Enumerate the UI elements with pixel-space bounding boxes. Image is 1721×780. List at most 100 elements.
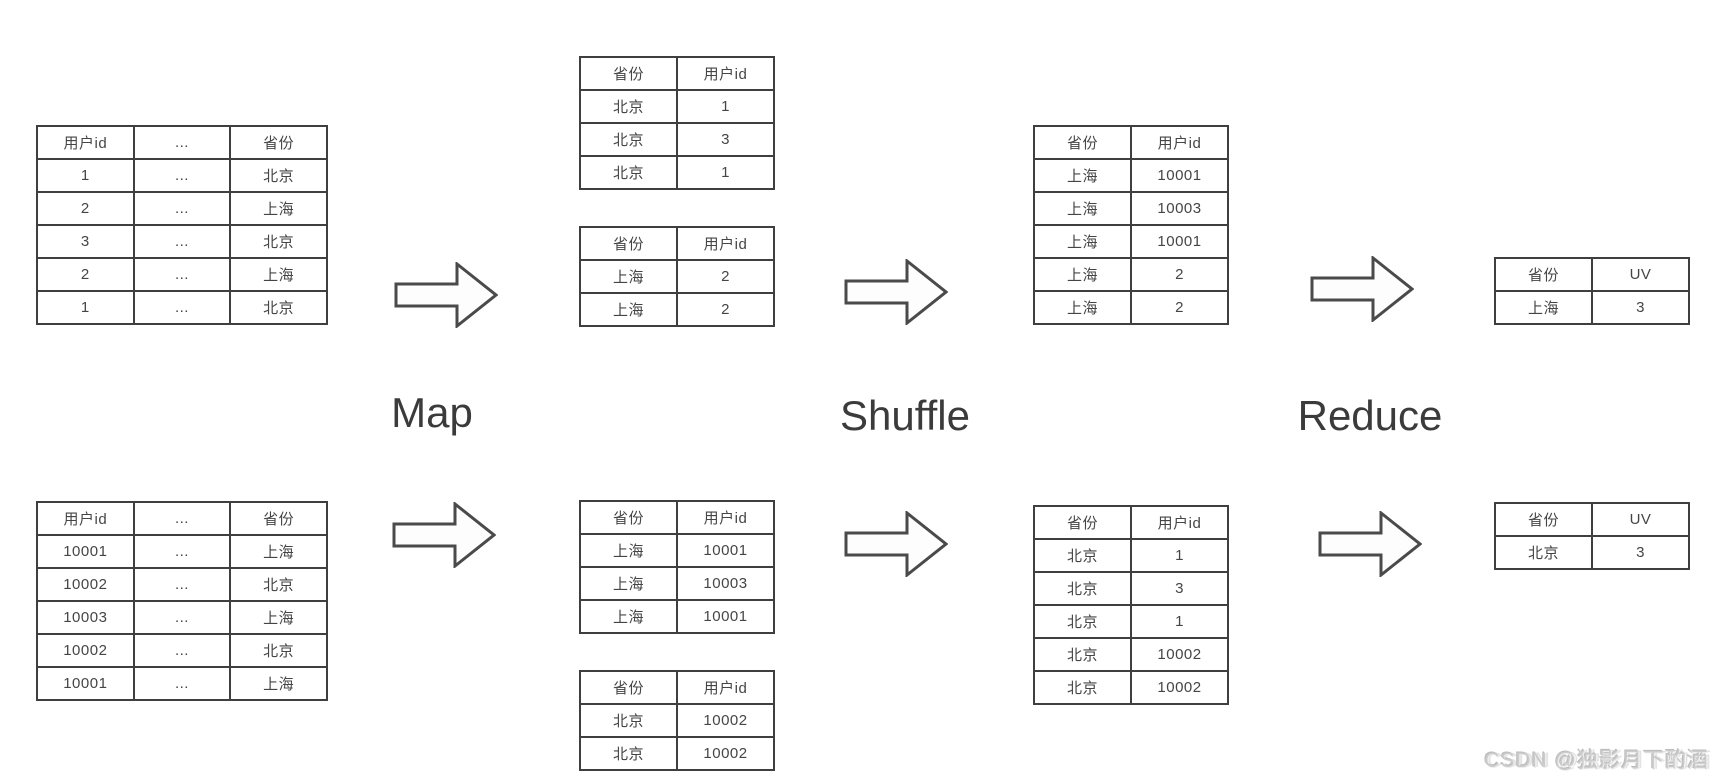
map-arrow-top-icon <box>394 262 498 328</box>
table-cell: 10001 <box>36 534 135 569</box>
table-header-cell: 省份 <box>229 125 328 160</box>
table-row: 10003...上海 <box>36 600 328 635</box>
table-cell: 上海 <box>229 191 328 226</box>
table-header-row: 省份用户id <box>579 500 775 535</box>
table-row: 2...上海 <box>36 257 328 292</box>
table-cell: 3 <box>36 224 135 259</box>
table-cell: 2 <box>1130 290 1229 325</box>
table-cell: ... <box>132 633 232 668</box>
table-cell: 北京 <box>579 703 678 738</box>
table-cell: 上海 <box>229 534 328 569</box>
table-header-cell: 用户id <box>676 56 775 91</box>
table-cell: 上海 <box>579 566 678 601</box>
table-cell: 10003 <box>1130 191 1229 226</box>
table-cell: ... <box>132 567 232 602</box>
table-header-row: 省份用户id <box>1033 505 1229 540</box>
table-cell: 2 <box>36 191 135 226</box>
table-cell: 北京 <box>229 224 328 259</box>
table-cell: 上海 <box>579 599 678 634</box>
table-cell: 10003 <box>36 600 135 635</box>
table-cell: 北京 <box>229 633 328 668</box>
table-cell: ... <box>132 534 232 569</box>
table-cell: 10002 <box>676 703 775 738</box>
shuffle-arrow-top-icon <box>844 259 948 325</box>
table-cell: ... <box>132 191 232 226</box>
shuffle-arrow-bottom-icon <box>844 511 948 577</box>
table-row: 10002...北京 <box>36 567 328 602</box>
table-cell: 上海 <box>1033 191 1132 226</box>
table-header-cell: 用户id <box>1130 505 1229 540</box>
table-header-cell: 省份 <box>1494 257 1593 292</box>
table-cell: 北京 <box>1033 637 1132 672</box>
table-cell: 北京 <box>229 567 328 602</box>
stage-label-shuffle: Shuffle <box>840 392 970 439</box>
table-cell: 10001 <box>676 599 775 634</box>
table-cell: 3 <box>1591 535 1690 570</box>
watermark: CSDN @独影月下酌酒 <box>1484 749 1709 772</box>
table-cell: 北京 <box>1033 538 1132 573</box>
table-cell: 2 <box>1130 257 1229 292</box>
table-cell: 北京 <box>1033 571 1132 606</box>
table-row: 1...北京 <box>36 290 328 325</box>
table-row: 2...上海 <box>36 191 328 226</box>
stage-label-reduce: Reduce <box>1297 392 1443 439</box>
table-header-cell: ... <box>132 125 232 160</box>
table-cell: 10003 <box>676 566 775 601</box>
table-cell: 1 <box>36 158 135 193</box>
map-arrow-bottom-icon <box>392 502 496 568</box>
table-cell: 1 <box>676 89 775 124</box>
table-cell: 2 <box>676 292 775 327</box>
table-row: 10001...上海 <box>36 666 328 701</box>
table-header-cell: 用户id <box>676 500 775 535</box>
table-cell: 10001 <box>676 533 775 568</box>
table-cell: 1 <box>1130 538 1229 573</box>
table-cell: 北京 <box>229 158 328 193</box>
table-header-cell: 用户id <box>676 670 775 705</box>
table-cell: 10002 <box>1130 637 1229 672</box>
table-cell: 3 <box>1591 290 1690 325</box>
table-cell: 上海 <box>579 292 678 327</box>
table-header-row: 省份用户id <box>1033 125 1229 160</box>
table-cell: 上海 <box>579 533 678 568</box>
table-cell: 2 <box>676 259 775 294</box>
reduce-arrow-top-icon <box>1310 256 1414 322</box>
table-header-cell: 省份 <box>579 670 678 705</box>
table-cell: 10002 <box>36 633 135 668</box>
table-row: 10002...北京 <box>36 633 328 668</box>
table-row: 3...北京 <box>36 224 328 259</box>
table-header-cell: 省份 <box>579 226 678 261</box>
table-header-row: 省份用户id <box>579 670 775 705</box>
table-row: 1...北京 <box>36 158 328 193</box>
table-cell: 北京 <box>579 155 678 190</box>
table-cell: 上海 <box>229 666 328 701</box>
table-cell: ... <box>132 600 232 635</box>
table-header-row: 用户id...省份 <box>36 501 328 536</box>
table-cell: 北京 <box>1033 670 1132 705</box>
table-cell: ... <box>132 257 232 292</box>
table-header-cell: 省份 <box>579 56 678 91</box>
table-cell: 上海 <box>1033 290 1132 325</box>
stage-label-map: Map <box>391 389 473 436</box>
table-header-cell: 省份 <box>229 501 328 536</box>
